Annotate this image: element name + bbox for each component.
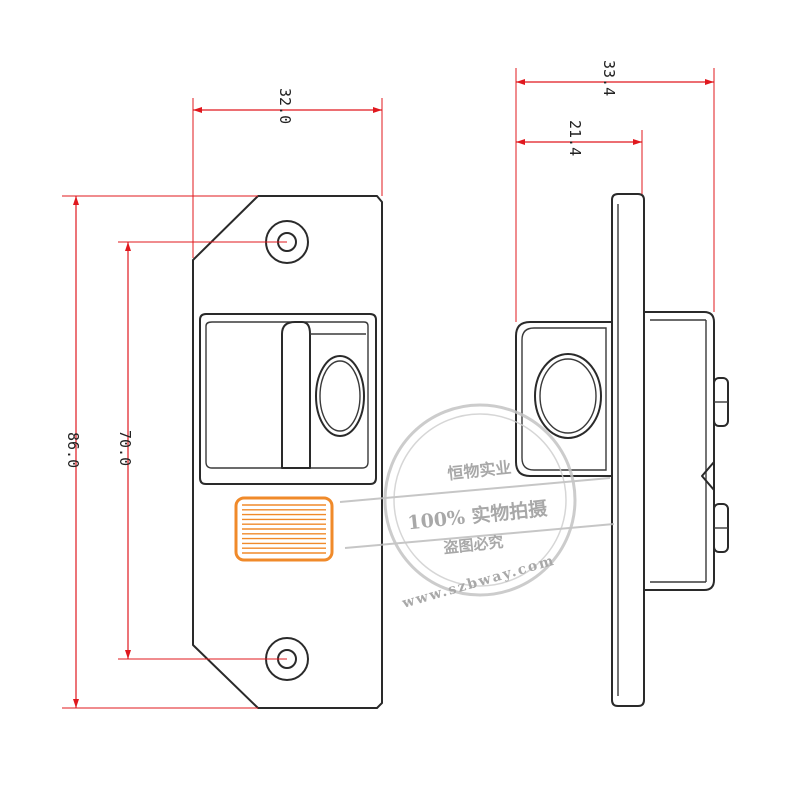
dim-depth-arrow-left: [516, 79, 525, 85]
dim-holes-arrow-bottom: [125, 650, 131, 659]
dim-body-arrow-left: [516, 139, 525, 145]
dim-depth-label: 33.4: [600, 60, 618, 96]
side-latch-housing: [515, 321, 613, 477]
front-view: [192, 195, 383, 709]
side-view: [515, 193, 729, 707]
latch-tongue: [281, 321, 311, 469]
watermark-url: www.szbway.com: [400, 553, 558, 612]
slide-button-grip: [242, 504, 326, 554]
rear-notch: [701, 461, 715, 491]
dim-holes-arrow-top: [125, 242, 131, 251]
dim-body-label: 21.4: [566, 120, 584, 156]
side-latch-oval-inner: [539, 358, 597, 434]
side-latch-housing-inner: [521, 327, 607, 471]
dim-height-arrow-top: [73, 196, 79, 205]
watermark-rule-top: [339, 477, 611, 503]
dim-height-label: 86.0: [64, 432, 82, 468]
rear-box-body: [643, 311, 715, 591]
front-plate-outline: [192, 195, 383, 709]
dim-body-arrow-right: [633, 139, 642, 145]
watermark-line1: 恒物实业: [447, 458, 513, 484]
side-plate-outline: [611, 193, 645, 707]
watermark-line3: 盗图必究: [443, 533, 505, 557]
dim-width-arrow-right: [373, 107, 382, 113]
watermark-line2: 100% 实物拍摄: [406, 497, 549, 535]
slide-button: [234, 496, 334, 562]
dim-depth-arrow-right: [705, 79, 714, 85]
side-latch-oval-outer: [534, 353, 602, 439]
dim-width-arrow-left: [193, 107, 202, 113]
watermark-ring-outer: [383, 403, 577, 597]
slide-button-outline: [234, 496, 334, 562]
latch-housing-inner: [205, 321, 369, 469]
dim-height-arrow-bottom: [73, 699, 79, 708]
latch-housing-outer: [199, 313, 377, 485]
latch-oval-outer: [315, 355, 365, 437]
latch-oval-inner: [319, 360, 361, 432]
dimensions: 32.0 86.0 70.0 33.4 21.4: [62, 60, 715, 709]
watermark-ring-inner: [393, 413, 567, 587]
dim-width-label: 32.0: [276, 88, 294, 124]
dim-holes-label: 70.0: [116, 430, 134, 466]
watermark-rule-bottom: [344, 523, 615, 549]
